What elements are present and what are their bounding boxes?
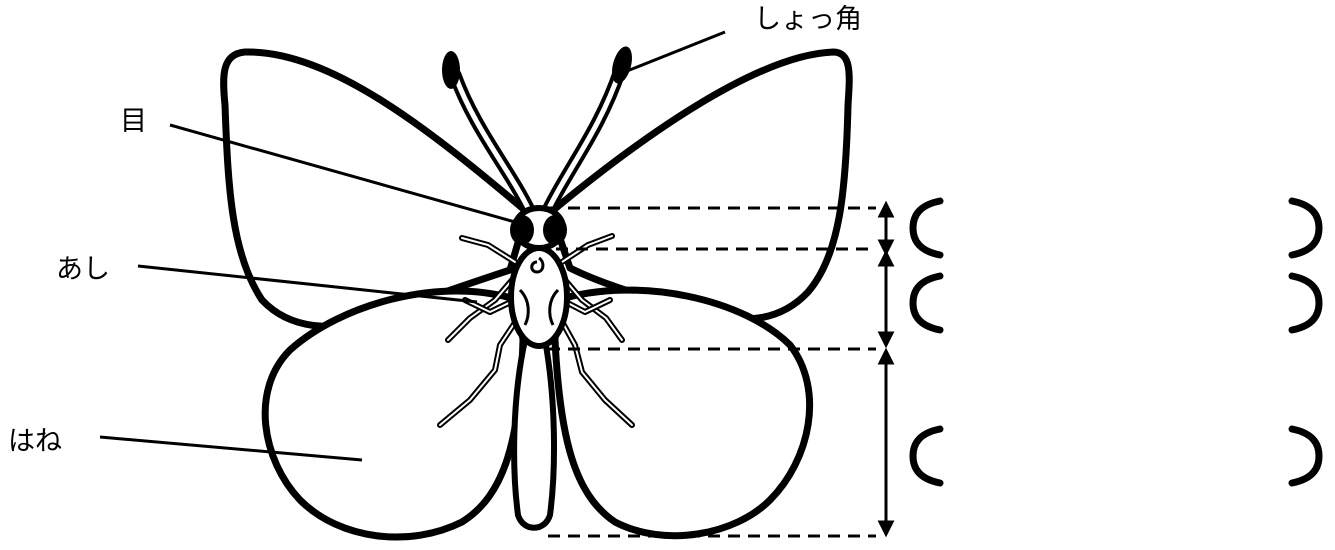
right-upper-wing: [551, 52, 849, 319]
answer-brackets: [913, 201, 1319, 483]
head-bracket-left: [913, 201, 940, 255]
left-lower-wing: [265, 291, 523, 537]
right-eye: [543, 215, 567, 245]
left-antenna-club: [442, 51, 460, 89]
abdomen: [514, 340, 554, 528]
wing-label: はね: [8, 428, 62, 455]
eye-label: 目: [120, 108, 147, 135]
right-lower-wing: [555, 290, 810, 536]
left-eye: [510, 215, 534, 245]
leg-label: あし: [56, 256, 110, 283]
abdomen-bracket-left: [913, 429, 940, 483]
thorax: [511, 248, 567, 346]
left-upper-wing: [224, 52, 527, 326]
antenna-leader-line: [622, 32, 725, 73]
thorax-bracket-left: [913, 276, 940, 330]
thorax-bracket-right: [1292, 276, 1319, 330]
head-bracket-right: [1292, 201, 1319, 255]
abdomen-bracket-right: [1292, 429, 1319, 483]
antenna-label: しょっ角: [754, 6, 862, 33]
segment-arrows: [880, 204, 892, 534]
